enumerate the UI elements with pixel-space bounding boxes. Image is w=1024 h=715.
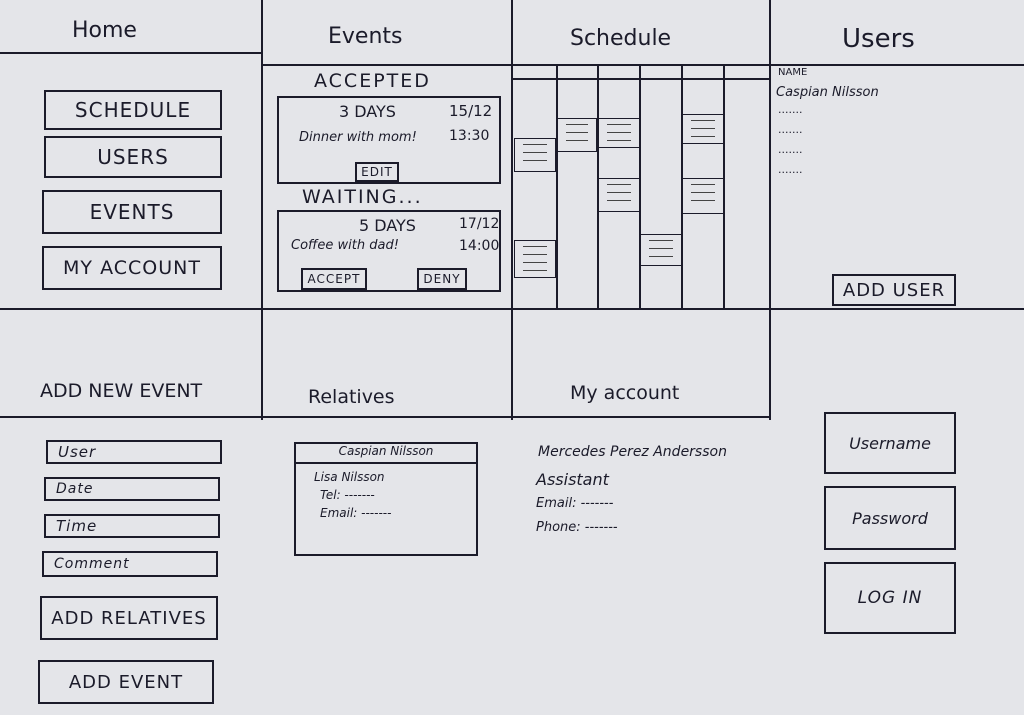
user-row[interactable]: ······· [778,106,803,119]
header-home: Home [72,18,137,43]
user-row[interactable]: Caspian Nilsson [776,85,879,100]
schedule-event-block[interactable] [682,114,724,144]
waiting-event-card: 5 DAYS 17/12 Coffee with dad! 14:00 ACCE… [277,210,501,292]
date-field[interactable]: Date [44,477,220,501]
login-button[interactable]: LOG IN [824,562,956,634]
header-relatives: Relatives [308,386,395,408]
password-field[interactable]: Password [824,486,956,550]
event-title: Dinner with mom! [299,130,417,145]
relative-tel: Tel: ------- [320,488,375,502]
deny-button[interactable]: DENY [417,268,467,290]
header-schedule: Schedule [570,26,672,51]
time-field[interactable]: Time [44,514,220,538]
add-event-button[interactable]: ADD EVENT [38,660,214,704]
schedule-column-line [639,66,641,310]
account-role: Assistant [536,470,609,489]
menu-my-account[interactable]: MY ACCOUNT [42,246,222,290]
divider [769,0,771,420]
add-user-button[interactable]: ADD USER [832,274,956,306]
event-time: 14:00 [459,238,500,254]
user-row[interactable]: ······· [778,146,803,159]
users-column-name: NAME [778,67,808,78]
divider [262,64,1024,66]
schedule-column-line [723,66,725,310]
divider [0,308,1024,310]
schedule-event-block[interactable] [640,234,682,266]
menu-users[interactable]: USERS [44,136,222,178]
menu-events[interactable]: EVENTS [42,190,222,234]
event-days: 5 DAYS [359,216,416,235]
header-add-new-event: ADD NEW EVENT [40,380,203,402]
schedule-event-block[interactable] [514,240,556,278]
account-phone: Phone: ------- [536,520,618,535]
event-time: 13:30 [449,128,490,144]
schedule-event-block[interactable] [598,118,640,148]
add-relatives-button[interactable]: ADD RELATIVES [40,596,218,640]
divider [0,52,262,54]
event-date: 17/12 [459,216,500,232]
schedule-event-block[interactable] [682,178,724,214]
accepted-event-card: 3 DAYS 15/12 Dinner with mom! 13:30 EDIT [277,96,501,184]
user-row[interactable]: ······· [778,126,803,139]
schedule-event-block[interactable] [514,138,556,172]
user-field[interactable]: User [46,440,222,464]
waiting-label: WAITING... [302,186,423,208]
event-days: 3 DAYS [339,102,396,121]
divider [0,416,770,418]
schedule-header-line [512,78,770,80]
relative-card: Caspian Nilsson Lisa Nilsson Tel: ------… [294,442,478,556]
relative-email: Email: ------- [320,506,392,520]
header-my-account: My account [570,382,680,404]
user-row[interactable]: ······· [778,166,803,179]
event-title: Coffee with dad! [291,238,399,253]
comment-field[interactable]: Comment [42,551,218,577]
divider [261,0,263,420]
header-users: Users [842,24,915,54]
header-events: Events [328,24,403,49]
relative-card-header: Caspian Nilsson [296,444,476,464]
schedule-column-line [556,66,558,310]
accepted-label: ACCEPTED [314,70,431,92]
account-name: Mercedes Perez Andersson [538,444,727,460]
schedule-event-block[interactable] [557,118,597,152]
menu-schedule[interactable]: SCHEDULE [44,90,222,130]
account-email: Email: ------- [536,496,614,511]
accept-button[interactable]: ACCEPT [301,268,367,290]
username-field[interactable]: Username [824,412,956,474]
schedule-event-block[interactable] [598,178,640,212]
edit-button[interactable]: EDIT [355,162,399,182]
divider [511,0,513,420]
event-date: 15/12 [449,102,493,120]
relative-name: Lisa Nilsson [314,470,385,484]
